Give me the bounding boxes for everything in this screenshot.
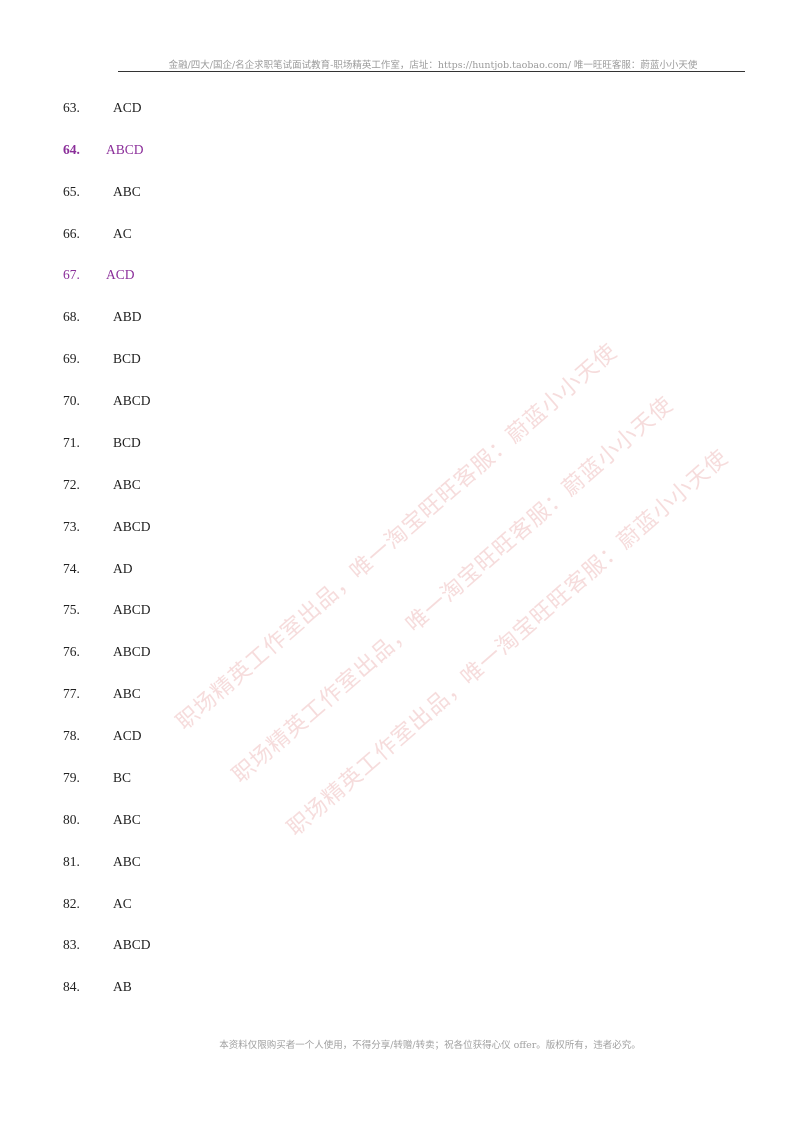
answer-row: 69. BCD — [0, 349, 400, 369]
answer-number: 65. — [63, 184, 80, 199]
page-footer-text: 本资料仅限购买者一个人使用，不得分享/转赠/转卖；祝各位获得心仪 offer。版… — [219, 1040, 641, 1051]
answer-number: 84. — [63, 979, 80, 994]
answer-row: 74. AD — [0, 559, 400, 579]
answer-row: 72. ABC — [0, 475, 400, 495]
answer-number: 76. — [63, 644, 80, 659]
answer-value: ABC — [113, 686, 141, 701]
answer-row: 82. AC — [0, 894, 400, 914]
answer-row: 73. ABCD — [0, 517, 400, 537]
answer-number: 67. — [63, 267, 80, 282]
answer-value: ACD — [113, 100, 142, 115]
answer-value: ABC — [113, 184, 141, 199]
answer-number: 63. — [63, 100, 80, 115]
answer-number: 78. — [63, 728, 80, 743]
answer-row: 65. ABC — [0, 182, 400, 202]
answer-row: 75. ABCD — [0, 600, 400, 620]
answer-number: 79. — [63, 770, 80, 785]
answer-row: 83. ABCD — [0, 935, 400, 955]
answer-number: 68. — [63, 309, 80, 324]
answer-row: 79. BC — [0, 768, 400, 788]
answer-row: 66. AC — [0, 224, 400, 244]
answer-number: 73. — [63, 519, 80, 534]
answer-row: 77. ABC — [0, 684, 400, 704]
answer-value: ACD — [106, 267, 135, 282]
answer-row: 71. BCD — [0, 433, 400, 453]
answer-number: 82. — [63, 896, 80, 911]
answer-value: ACD — [113, 728, 142, 743]
answer-value: ABC — [113, 854, 141, 869]
answer-row: 67. ACD — [0, 265, 400, 285]
answer-value: ABC — [113, 477, 141, 492]
answer-row: 81. ABC — [0, 852, 400, 872]
answer-number: 72. — [63, 477, 80, 492]
answer-value: AC — [113, 896, 132, 911]
answer-row: 64. ABCD — [0, 140, 400, 160]
answer-value: ABCD — [113, 644, 151, 659]
page-header-text: 金融/四大/国企/名企求职笔试面试教育-职场精英工作室，店址：https://h… — [168, 60, 698, 71]
answer-row: 80. ABC — [0, 810, 400, 830]
answer-number: 71. — [63, 435, 80, 450]
answer-value: ABCD — [113, 519, 151, 534]
answer-number: 64. — [63, 142, 80, 157]
answer-row: 84. AB — [0, 977, 400, 997]
answer-value: ABCD — [113, 393, 151, 408]
answer-value: BCD — [113, 351, 141, 366]
answer-number: 80. — [63, 812, 80, 827]
answer-value: AC — [113, 226, 132, 241]
answer-number: 74. — [63, 561, 80, 576]
answer-number: 77. — [63, 686, 80, 701]
answer-number: 83. — [63, 937, 80, 952]
answer-number: 81. — [63, 854, 80, 869]
header-divider — [118, 71, 745, 72]
answer-number: 66. — [63, 226, 80, 241]
answer-value: ABCD — [113, 937, 151, 952]
answer-value: ABCD — [113, 602, 151, 617]
answer-row: 76. ABCD — [0, 642, 400, 662]
answer-row: 68. ABD — [0, 307, 400, 327]
answer-value: AD — [113, 561, 133, 576]
answer-row: 78. ACD — [0, 726, 400, 746]
answer-value: BC — [113, 770, 132, 785]
answer-value: ABCD — [106, 142, 144, 157]
answer-row: 63. ACD — [0, 98, 400, 118]
answer-value: ABC — [113, 812, 141, 827]
answer-value: AB — [113, 979, 132, 994]
answer-number: 69. — [63, 351, 80, 366]
answer-number: 75. — [63, 602, 80, 617]
answer-number: 70. — [63, 393, 80, 408]
answer-value: BCD — [113, 435, 141, 450]
answer-row: 70. ABCD — [0, 391, 400, 411]
answer-value: ABD — [113, 309, 142, 324]
